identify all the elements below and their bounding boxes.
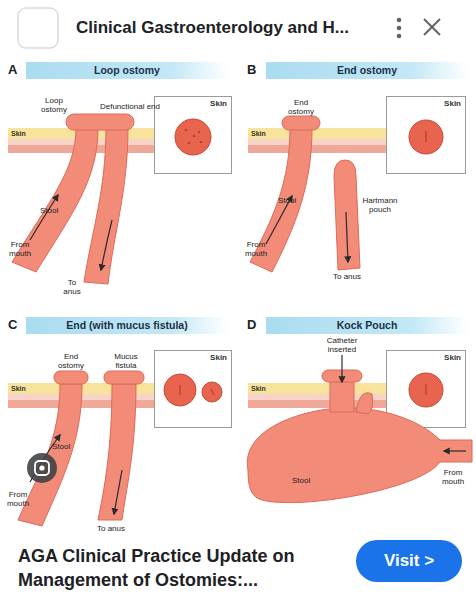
result-caption: AGA Clinical Practice Update on Manageme… xyxy=(18,544,348,592)
skin-layer: Skin xyxy=(248,383,386,394)
flow-arrows xyxy=(30,195,466,514)
panel-letter: C xyxy=(8,317,24,332)
panel-header: Loop ostomy xyxy=(26,62,228,79)
part-label: Hartmann pouch xyxy=(358,196,402,214)
direction-label: To anus xyxy=(58,278,86,296)
node-text: Skin xyxy=(155,99,227,108)
flow-label: Stool xyxy=(40,206,70,215)
node-text: End ostomy xyxy=(266,62,468,79)
direction-label: From mouth xyxy=(436,468,470,486)
node-text: Skin xyxy=(155,353,227,362)
close-icon xyxy=(424,19,440,35)
panel-header: End ostomy xyxy=(266,62,468,79)
flow-label: Stool xyxy=(52,442,82,451)
node-text: Kock Pouch xyxy=(266,317,468,334)
direction-label: From mouth xyxy=(4,240,36,258)
part-label: Loop ostomy xyxy=(36,96,72,114)
site-icon xyxy=(18,8,58,48)
node-text: End (with mucus fistula) xyxy=(26,317,228,334)
panel-header: End (with mucus fistula) xyxy=(26,317,228,334)
panel-header: Kock Pouch xyxy=(266,317,468,334)
stoma-views xyxy=(164,119,443,407)
part-label: End ostomy xyxy=(282,98,320,116)
direction-label: From mouth xyxy=(2,490,34,508)
lens-icon xyxy=(27,453,57,483)
node-text: Skin xyxy=(387,353,461,362)
node-text: Skin xyxy=(387,99,461,108)
part-label: Catheter inserted xyxy=(322,336,362,354)
part-label: Defunctional end xyxy=(92,102,168,111)
visit-button: Visit > xyxy=(356,540,462,582)
node-text: Skin xyxy=(251,128,386,139)
page-title: Clinical Gastroenterology and H... xyxy=(76,17,386,39)
loop-ostomy-bowel xyxy=(12,114,134,284)
node-text: Skin xyxy=(251,383,386,394)
end-ostomy-bowel xyxy=(250,116,360,272)
part-label: End ostomy xyxy=(52,352,90,370)
node-text: Loop ostomy xyxy=(26,62,228,79)
kock-pouch-bowel xyxy=(247,370,472,503)
node-text: Visit > xyxy=(356,540,462,582)
flow-label: Stool xyxy=(278,196,308,205)
direction-label: From mouth xyxy=(240,240,272,258)
panel-letter: A xyxy=(8,62,24,77)
panel-letter: B xyxy=(247,62,263,77)
flow-label: Stool xyxy=(292,476,322,485)
mucus-fistula-bowel xyxy=(18,371,144,526)
panel-letter: D xyxy=(247,317,263,332)
direction-label: To anus xyxy=(96,524,126,533)
direction-label: To anus xyxy=(332,272,362,281)
more-menu-icon xyxy=(397,18,402,39)
skin-layer: Skin xyxy=(248,128,386,139)
part-label: Mucus fistula xyxy=(104,352,148,370)
